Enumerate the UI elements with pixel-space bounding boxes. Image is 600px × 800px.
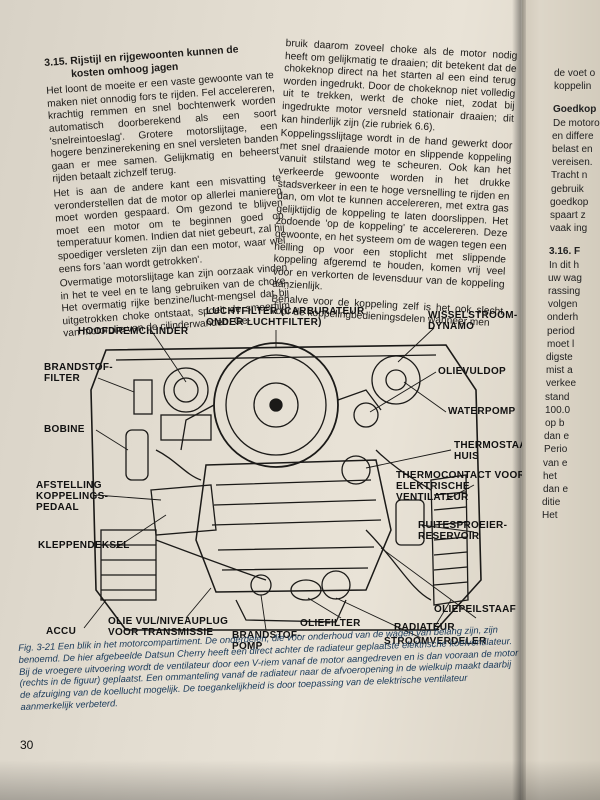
section-number: 3.15. <box>44 56 68 69</box>
label-oliepeilstaaf: OLIEPEILSTAAF <box>434 604 517 615</box>
label-kleppendeksel: KLEPPENDEKSEL <box>38 540 130 551</box>
label-hoofdremcilinder: HOOFDREMCILINDER <box>78 326 189 337</box>
next-page-line: goedkop <box>550 196 589 208</box>
next-page-line: onderh <box>547 312 579 324</box>
label-stroomverdeler: STROOMVERDELER <box>384 636 487 647</box>
next-page-line: gebruik <box>551 183 584 195</box>
next-page-line: spaart z <box>550 210 586 221</box>
next-page-line: van e <box>543 457 568 469</box>
next-page-line: uw wag <box>548 272 582 284</box>
label-afstelling-koppelingspedaal: AFSTELLING KOPPELINGS- PEDAAL <box>36 480 109 513</box>
book-spine-shadow <box>512 0 526 800</box>
next-page-line: Het <box>542 510 558 522</box>
next-page-line: en differe <box>552 130 594 142</box>
next-page-line: 3.16. F <box>549 246 581 258</box>
label-luchtfilter: LUCHTFILTER (CARBURATEUR ONDER LUCHTFILT… <box>206 306 365 328</box>
next-page-line: het <box>543 470 557 482</box>
label-bobine: BOBINE <box>44 424 85 435</box>
next-page-line: vereisen. <box>552 157 593 169</box>
next-page-line: de voet o <box>554 68 596 79</box>
book-page: 3.15.Rijstijl en rijgewoonten kunnen de … <box>0 0 522 800</box>
paragraph: Koppelingsslijtage wordt in de hand gewe… <box>271 128 513 293</box>
next-page-line: dan e <box>544 431 570 443</box>
text-column-left: 3.15.Rijstijl en rijgewoonten kunnen de … <box>44 42 291 343</box>
label-olievuldop: OLIEVULDOP <box>438 366 507 377</box>
next-page-line: mist a <box>546 365 573 377</box>
label-thermocontact: THERMOCONTACT VOOR ELEKTRISCHE VENTILATE… <box>396 470 522 503</box>
next-page-line: volgen <box>548 299 578 311</box>
label-ruitensproeier-reservoir: RUITESPROEIER- RESERVOIR <box>418 520 508 542</box>
label-accu: ACCU <box>46 626 77 637</box>
label-oliefilter: OLIEFILTER <box>300 618 361 629</box>
label-radiateur: RADIATEUR <box>394 622 455 633</box>
bottom-shadow <box>0 760 600 800</box>
text-column-right: bruik daarom zoveel choke als de motor n… <box>270 38 517 334</box>
next-page-line: vaak ing <box>550 223 588 235</box>
paragraph: Het is aan de andere kant een misvatting… <box>53 172 286 275</box>
paragraph: bruik daarom zoveel choke als de motor n… <box>281 38 518 134</box>
figure-reference: Fig. 3-21 <box>18 640 56 653</box>
next-page-line: koppelin <box>554 81 592 93</box>
next-page-line: ditie <box>542 497 561 509</box>
next-page-line: verkee <box>546 378 577 390</box>
page-number: 30 <box>20 738 34 752</box>
next-page-line: Tracht n <box>551 170 588 182</box>
label-waterpomp: WATERPOMP <box>448 406 516 417</box>
next-page-line: De motoro <box>553 117 600 129</box>
engine-compartment-figure: LUCHTFILTER (CARBURATEUR ONDER LUCHTFILT… <box>36 300 522 652</box>
engine-illustration <box>83 327 482 639</box>
next-page-line: moet l <box>547 338 575 350</box>
next-page-line: stand <box>545 391 570 403</box>
next-page-line: digste <box>546 352 573 363</box>
next-page-line: dan e <box>543 484 569 495</box>
label-wisselstroom-dynamo: WISSELSTROOM- DYNAMO <box>428 310 518 332</box>
paragraph: Het loont de moeite er een vaste gewoont… <box>45 70 280 186</box>
next-page-line: Perio <box>544 444 568 456</box>
next-page-line: op b <box>545 418 565 429</box>
label-thermostaathuis: THERMOSTAAT- HUIS <box>454 440 522 462</box>
next-page-line: 100.0 <box>545 404 571 416</box>
label-brandstoffilter: BRANDSTOF- FILTER <box>44 362 113 384</box>
next-page-line: rassing <box>548 286 581 297</box>
label-brandstofpomp: BRANDSTOF- POMP <box>232 630 301 652</box>
next-page-line: Goedkop <box>553 104 597 116</box>
next-page-line: In dit h <box>549 259 580 271</box>
next-page-line: belast en <box>552 144 593 155</box>
label-olievulplug-transmissie: OLIE VUL/NIVEAUPLUG VOOR TRANSMISSIE <box>108 616 229 638</box>
next-page-line: period <box>547 325 575 337</box>
